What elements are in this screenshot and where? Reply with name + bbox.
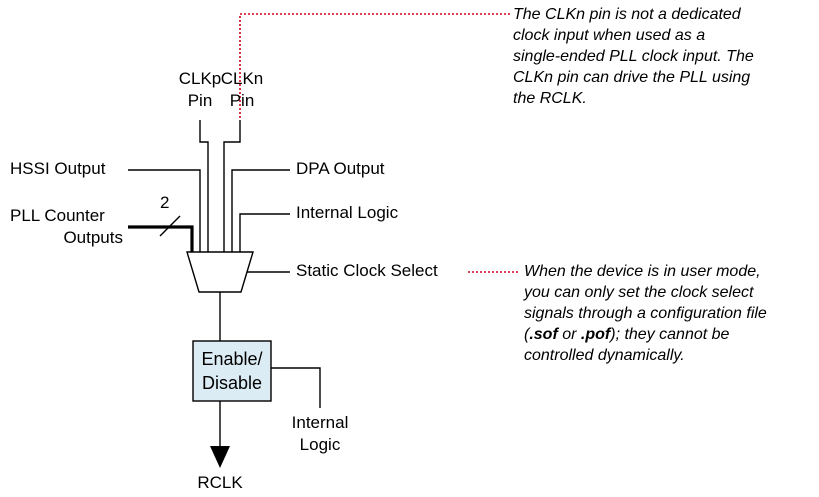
clock-select-note-line3: signals through a configuration file bbox=[524, 305, 767, 322]
internal-logic-bottom-line2: Logic bbox=[299, 435, 341, 454]
static-clock-select-label: Static Clock Select bbox=[296, 261, 438, 280]
bus-slash bbox=[159, 215, 181, 237]
pll-counter-outputs-label: PLL Counter Outputs bbox=[0, 205, 123, 249]
clkn-pin-label-line2: Pin bbox=[229, 91, 255, 110]
hssi-output-label: HSSI Output bbox=[10, 159, 106, 178]
clkn-note-line4: CLKn pin can drive the PLL using bbox=[513, 69, 751, 86]
clkp-pin-label-line2: Pin bbox=[187, 91, 213, 110]
pll-counter-bus bbox=[128, 225, 194, 252]
clkn-pin-label-line1: CLKn bbox=[220, 69, 264, 88]
clock-select-note-line4: (.sof or .pof); they cannot be bbox=[524, 324, 816, 345]
clkp-pin-label-line1: CLKp bbox=[178, 69, 222, 88]
clkp-pin-label: CLKp Pin bbox=[170, 68, 230, 112]
dpa-output-label: DPA Output bbox=[296, 159, 385, 178]
clock-select-note: When the device is in user mode, you can… bbox=[524, 261, 816, 366]
clkn-note-line1: The CLKn pin is not a dedicated bbox=[513, 6, 741, 23]
clkn-note-line3: single-ended PLL clock input. The bbox=[513, 48, 754, 65]
clkn-callout-line bbox=[239, 13, 510, 118]
pll-counter-outputs-line2: Outputs bbox=[63, 228, 123, 247]
hssi-wire bbox=[128, 169, 201, 252]
internal-logic-bottom-line1: Internal bbox=[291, 413, 349, 432]
pll-counter-outputs-line1: PLL Counter bbox=[10, 206, 105, 225]
bus-width-label: 2 bbox=[160, 193, 170, 212]
pof-file-ext: .pof bbox=[580, 326, 611, 343]
clkn-pin-label: CLKn Pin bbox=[212, 68, 272, 112]
clock-select-note-line5: controlled dynamically. bbox=[524, 347, 685, 364]
note-paren-open: ( bbox=[524, 326, 530, 343]
clkn-note-line5: the RCLK. bbox=[513, 90, 587, 107]
internal-logic-bottom-wire bbox=[271, 367, 321, 408]
clock-select-note-line1: When the device is in user mode, bbox=[524, 263, 761, 280]
internal-logic-bottom-label: Internal Logic bbox=[280, 412, 360, 456]
enable-disable-line1: Enable/ bbox=[201, 349, 263, 369]
clock-multiplexer bbox=[186, 251, 254, 293]
clkn-wire bbox=[223, 120, 241, 252]
clkp-wire bbox=[199, 120, 209, 252]
clock-select-note-line2: you can only set the clock select bbox=[524, 284, 754, 301]
enable-disable-line2: Disable bbox=[201, 373, 263, 393]
rclk-label: RCLK bbox=[197, 473, 243, 492]
internal-logic-top-label: Internal Logic bbox=[296, 203, 399, 222]
enable-disable-box bbox=[192, 340, 272, 402]
clkn-note-line2: clock input when used as a bbox=[513, 27, 706, 44]
internal-logic-top-wire bbox=[239, 213, 290, 252]
note-or: or bbox=[557, 326, 581, 343]
clkn-note: The CLKn pin is not a dedicated clock in… bbox=[513, 4, 813, 109]
enable-disable-label: Enable/ Disable bbox=[193, 341, 271, 401]
dpa-wire bbox=[231, 169, 290, 252]
rclk-arrow-icon bbox=[210, 446, 230, 468]
sof-file-ext: .sof bbox=[529, 326, 558, 343]
note-line4-rest: ); they cannot be bbox=[610, 326, 730, 343]
